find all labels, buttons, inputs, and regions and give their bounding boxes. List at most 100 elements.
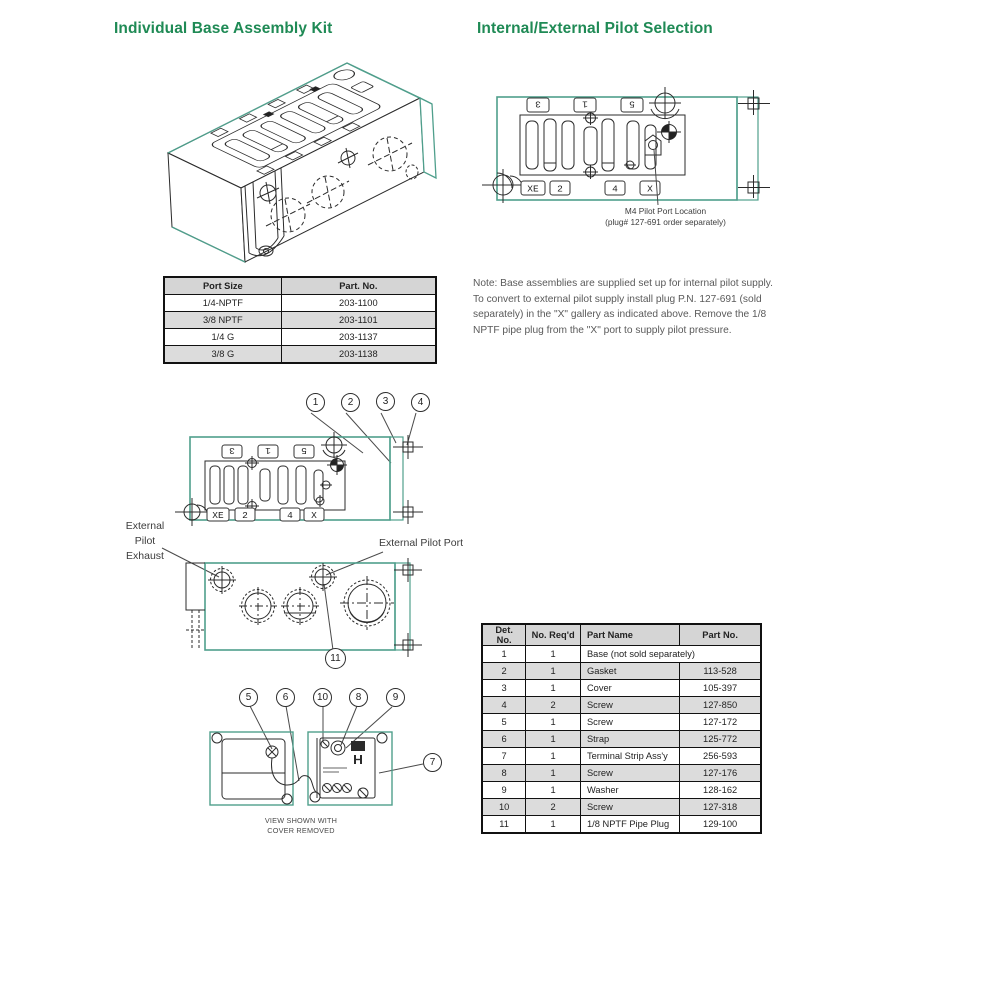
part-no-cell: 203-1137 <box>280 328 437 346</box>
gallery-label-xe: XE <box>527 184 539 195</box>
part-no-header: Part No. <box>679 623 762 646</box>
pilot-selection-plate-drawing: 3 1 5 XE 2 4 X <box>482 87 770 206</box>
no-reqd-cell: 1 <box>525 747 581 765</box>
assembly-plate-details <box>175 432 423 526</box>
no-reqd-cell: 1 <box>525 679 581 697</box>
isometric-base-drawing <box>166 62 437 263</box>
callout-5: 5 <box>239 688 258 707</box>
no-reqd-cell: 1 <box>525 713 581 731</box>
gallery-label-1: 1 <box>582 99 588 110</box>
no-reqd-cell: 1 <box>525 781 581 799</box>
no-reqd-cell: 1 <box>525 645 581 663</box>
part-name-cell: Screw <box>579 696 681 714</box>
gallery-label-3: 3 <box>229 445 235 456</box>
part-no-cell: 256-593 <box>679 747 762 765</box>
part-no-header: Part. No. <box>280 276 437 295</box>
heading-pilot-selection: Internal/External Pilot Selection <box>477 20 713 37</box>
det-no-cell: 2 <box>481 662 527 680</box>
part-no-cell: 127-850 <box>679 696 762 714</box>
pilot-plate-gallery-labels: 3 1 5 XE 2 4 X <box>520 97 661 196</box>
det-no-header: Det. No. <box>481 623 527 646</box>
det-no-cell: 6 <box>481 730 527 748</box>
port-size-cell: 3/8 G <box>163 345 282 364</box>
side-plate-details <box>185 558 422 657</box>
front-face-ports <box>256 136 419 233</box>
part-no-cell: 105-397 <box>679 679 762 697</box>
heading-base-assembly: Individual Base Assembly Kit <box>114 20 333 37</box>
cover-leader-lines <box>249 705 424 782</box>
assembly-gallery-labels: 3 1 5 XE 2 4 X <box>206 444 325 522</box>
part-name-cell: Cover <box>579 679 681 697</box>
callout-9: 9 <box>386 688 405 707</box>
part-no-cell: 128-162 <box>679 781 762 799</box>
no-reqd-header: No. Req'd <box>525 623 581 646</box>
base-block-faces <box>166 62 425 263</box>
part-no-cell: 127-318 <box>679 798 762 816</box>
part-name-cell: Screw <box>579 764 681 782</box>
view-caption-line1: VIEW SHOWN WITH <box>264 816 338 825</box>
port-size-cell: 3/8 NPTF <box>163 311 282 329</box>
gallery-label-x: X <box>647 184 653 195</box>
port-size-cell: 1/4 G <box>163 328 282 346</box>
part-no-cell: 129-100 <box>679 815 762 834</box>
part-name-cell: 1/8 NPTF Pipe Plug <box>579 815 681 834</box>
part-name-cell: Terminal Strip Ass'y <box>579 747 681 765</box>
callout-8: 8 <box>349 688 368 707</box>
no-reqd-cell: 1 <box>525 815 581 834</box>
det-no-cell: 7 <box>481 747 527 765</box>
part-no-cell: 113-528 <box>679 662 762 680</box>
external-pilot-port-label: External Pilot Port <box>379 537 464 549</box>
callout-7: 7 <box>423 753 442 772</box>
part-no-cell: 203-1138 <box>280 345 437 364</box>
part-name-header: Part Name <box>579 623 681 646</box>
pilot-plate-outline <box>496 96 759 201</box>
external-pilot-exhaust-label: External Pilot Exhaust <box>125 520 165 562</box>
part-name-cell: Washer <box>579 781 681 799</box>
port-size-cell: 1/4-NPTF <box>163 294 282 312</box>
callout-11: 11 <box>325 648 346 669</box>
m4-port-caption-line1: M4 Pilot Port Location <box>624 206 707 216</box>
callout-leader-lines <box>310 412 417 464</box>
part-name-cell: Strap <box>579 730 681 748</box>
m4-port-caption: M4 Pilot Port Location (plug# 127-691 or… <box>563 206 768 228</box>
pilot-note: Note: Base assemblies are supplied set u… <box>473 278 773 337</box>
gallery-label-x: X <box>311 510 317 521</box>
base-block-teal-edges <box>167 62 437 263</box>
det-no-cell: 5 <box>481 713 527 731</box>
part-no-cell: 127-172 <box>679 713 762 731</box>
front-notch <box>244 167 285 257</box>
side-plate-outline <box>204 562 411 651</box>
det-no-cell: 4 <box>481 696 527 714</box>
pilot-plate-details <box>482 87 770 203</box>
no-reqd-cell: 1 <box>525 764 581 782</box>
callout-2: 2 <box>341 393 360 412</box>
det-no-cell: 11 <box>481 815 527 834</box>
part-name-cell: Gasket <box>579 662 681 680</box>
det-no-cell: 1 <box>481 645 527 663</box>
no-reqd-cell: 2 <box>525 696 581 714</box>
det-no-cell: 10 <box>481 798 527 816</box>
gallery-label-2: 2 <box>557 184 563 195</box>
callout-10: 10 <box>313 688 332 707</box>
cover-removed-drawing <box>209 705 424 806</box>
det-no-cell: 9 <box>481 781 527 799</box>
gallery-label-1: 1 <box>265 445 271 456</box>
top-face-slots <box>210 69 381 175</box>
gallery-label-xe: XE <box>212 510 224 521</box>
